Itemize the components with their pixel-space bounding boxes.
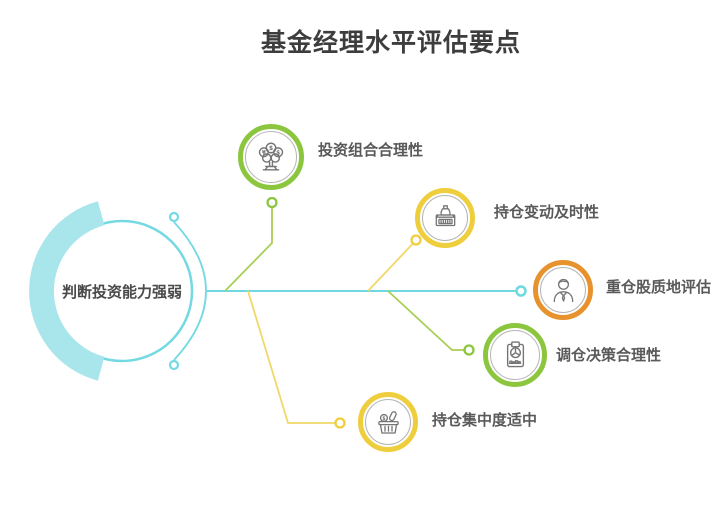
- node-heavy-stock-label: 重仓股质地评估: [606, 279, 712, 296]
- businessman-icon: [553, 278, 573, 302]
- branch-line-portfolio: [224, 207, 273, 292]
- node-heavy-stock-inner: [540, 267, 586, 313]
- node-position-change: [415, 188, 475, 248]
- page-title: 基金经理水平评估要点: [260, 29, 521, 57]
- connector-dot-rebalancing: [463, 344, 475, 356]
- connector-dot-position-change: [410, 234, 422, 246]
- decorative-arc: [173, 221, 207, 361]
- node-rebalancing: [483, 323, 547, 387]
- coin-yen-glyph: ¥: [262, 150, 266, 156]
- node-rebalancing-inner: [490, 330, 540, 380]
- branch-line-concentration: [247, 290, 336, 424]
- branch-line-position-change: [367, 242, 414, 292]
- arc-end-dot-top: [168, 211, 180, 223]
- center-crescent: [29, 201, 105, 381]
- node-portfolio-inner: $ ¥ $: [245, 131, 297, 183]
- coin-dollar-glyph-2: $: [276, 150, 280, 156]
- node-portfolio-label: 投资组合合理性: [318, 142, 424, 159]
- connector-dot-portfolio: [266, 196, 278, 209]
- node-portfolio: $ ¥ $: [238, 124, 304, 190]
- node-heavy-stock: [533, 260, 593, 320]
- node-concentration-inner: $: [365, 399, 411, 445]
- connector-dot-concentration: [334, 417, 346, 429]
- clipboard-chart-icon: [506, 340, 524, 367]
- center-node-label: 判断投资能力强弱: [61, 284, 182, 301]
- shopping-basket-icon: $: [377, 410, 399, 434]
- node-concentration: $: [358, 392, 418, 452]
- node-position-change-label: 持仓变动及时性: [494, 204, 600, 221]
- node-concentration-label: 持仓集中度适中: [432, 412, 538, 429]
- connector-dot-heavy-stock: [515, 285, 527, 297]
- bottle-crate-icon: [435, 204, 455, 226]
- node-position-change-inner: [422, 195, 468, 241]
- basket-coin-dollar-glyph: $: [382, 415, 386, 421]
- node-rebalancing-label: 调仓决策合理性: [556, 347, 662, 364]
- money-tree-icon: $ ¥ $: [258, 142, 284, 171]
- coin-dollar-glyph: $: [269, 145, 273, 152]
- branch-line-rebalancing: [387, 290, 465, 351]
- arc-end-dot-bottom: [168, 359, 180, 371]
